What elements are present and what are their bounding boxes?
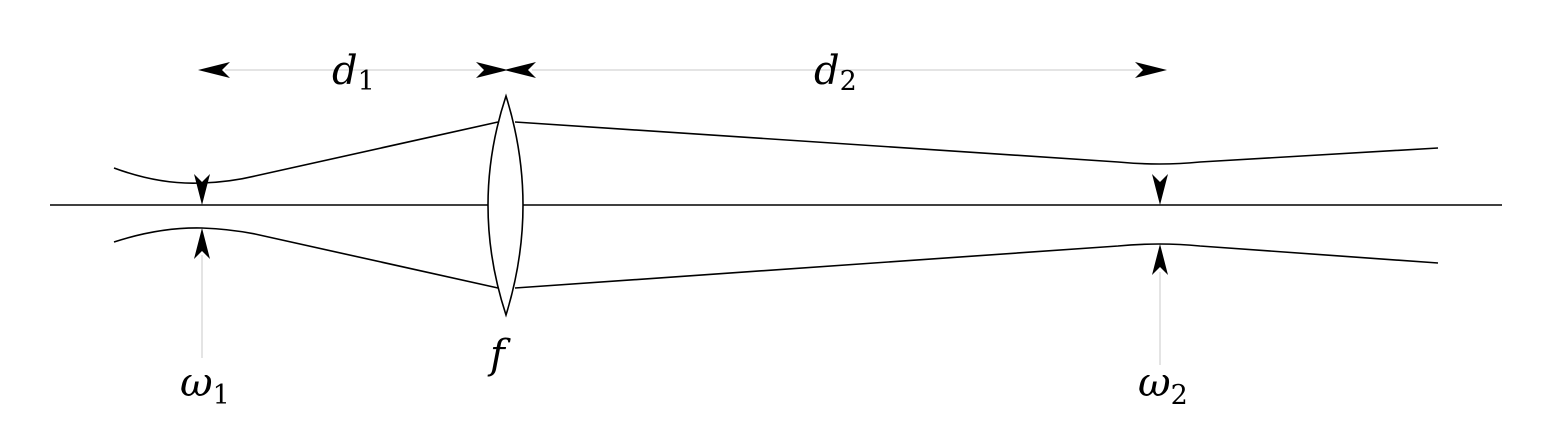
label-f: f — [487, 332, 511, 378]
label-w2: ω2 — [1138, 360, 1188, 411]
beam-lower-edge — [113, 227, 499, 289]
label-d1: d1 — [332, 48, 375, 97]
d1-left-arrowhead — [198, 62, 230, 78]
label-w1: ω1 — [180, 360, 230, 411]
w2-upper-arrowhead — [1152, 174, 1168, 205]
w1-upper-arrowhead — [194, 174, 210, 205]
beam-upper-edge — [113, 121, 499, 185]
beam-lower-edge-right — [514, 243, 1439, 289]
d2-left-arrowhead — [504, 62, 536, 78]
w2-lower-arrowhead — [1152, 244, 1168, 275]
d1-right-arrowhead — [476, 62, 508, 78]
thin-lens — [487, 93, 524, 318]
label-d2: d2 — [814, 48, 857, 97]
d2-right-arrowhead — [1135, 62, 1167, 78]
w1-lower-arrowhead — [194, 228, 210, 259]
beam-upper-edge-right — [514, 121, 1439, 165]
